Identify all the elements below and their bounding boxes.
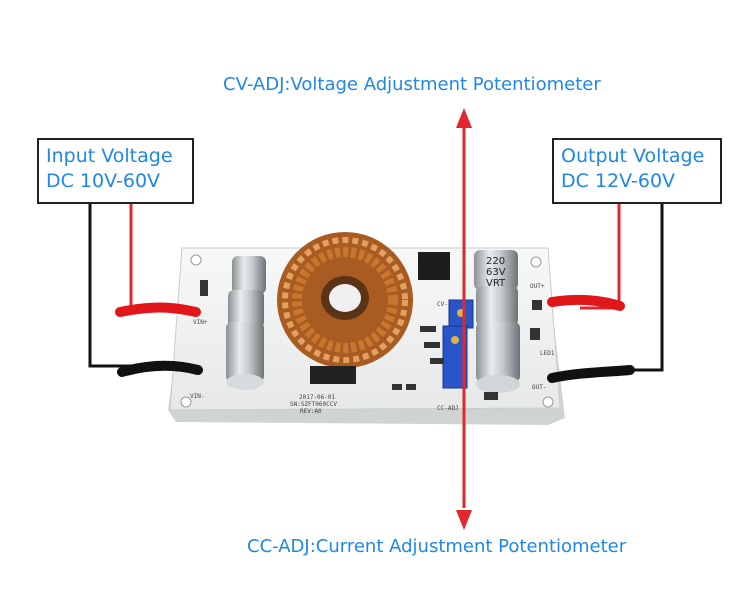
input-voltage-range: DC 10V-60V xyxy=(46,170,161,192)
smd-components xyxy=(200,280,542,400)
adjustment-arrows xyxy=(456,108,472,530)
cap-marking-220: 220 xyxy=(486,256,505,267)
cap-marking-vrt: VRT xyxy=(486,278,506,289)
silk-date: 2017-06-01 xyxy=(299,394,336,401)
toroid-inductor xyxy=(277,232,413,368)
diode-chip xyxy=(310,366,356,384)
output-voltage-label-box: Output Voltage DC 12V-60V xyxy=(552,138,722,204)
input-voltage-label-box: Input Voltage DC 10V-60V xyxy=(37,138,194,204)
silk-led: LED1 xyxy=(540,350,555,357)
cc-adj-caption: CC-ADJ:Current Adjustment Potentiometer xyxy=(247,536,627,557)
output-capacitors xyxy=(474,250,520,393)
input-voltage-title: Input Voltage xyxy=(46,145,173,167)
silk-out-plus: OUT+ xyxy=(530,283,545,290)
input-wires xyxy=(88,204,203,377)
silk-vin-minus: VIN- xyxy=(190,393,204,400)
arrow-down-head xyxy=(456,510,472,530)
output-voltage-range: DC 12V-60V xyxy=(561,170,676,192)
input-capacitors xyxy=(226,256,266,390)
output-voltage-title: Output Voltage xyxy=(561,145,705,167)
arrow-up-head xyxy=(456,108,472,128)
silk-vin-plus: VIN+ xyxy=(193,319,208,326)
silk-cv: CV- xyxy=(437,301,448,308)
cv-adj-caption: CV-ADJ:Voltage Adjustment Potentiometer xyxy=(223,74,601,95)
silk-cc-adj: CC-ADJ xyxy=(437,405,459,412)
silk-out-minus: OUT- xyxy=(532,384,546,391)
silk-rev: REV:A0 xyxy=(300,408,322,415)
mosfet-chip xyxy=(418,252,450,280)
silk-serial: SN:SZFT060CCV xyxy=(290,401,337,408)
output-wires xyxy=(547,204,664,383)
cap-marking-63v: 63V xyxy=(486,267,506,278)
